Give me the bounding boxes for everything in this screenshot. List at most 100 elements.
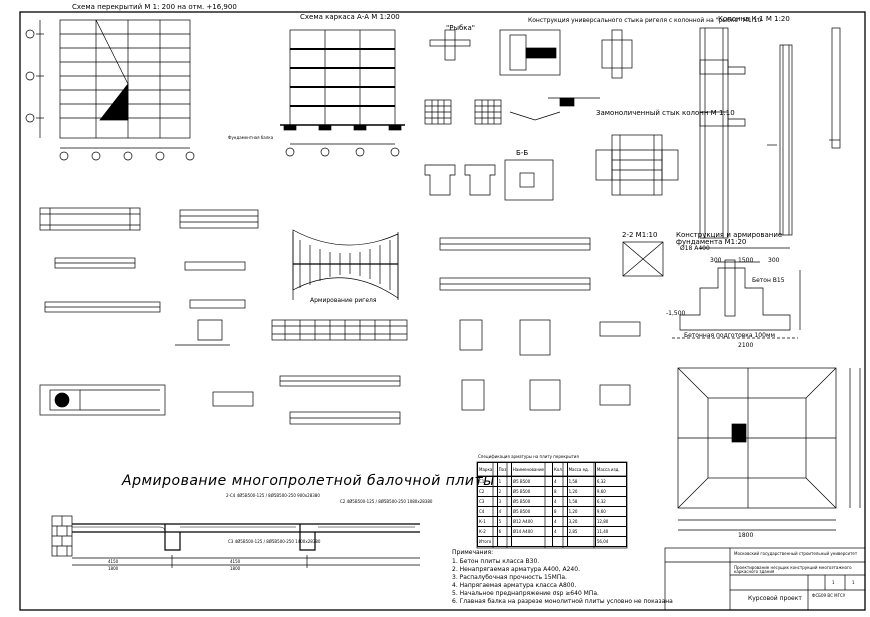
column-k1 (699, 27, 841, 239)
table-row: Итого 56,04 (477, 536, 628, 547)
table-cell: Ø14 А400 (510, 526, 553, 537)
table-cell: 4 (496, 506, 512, 517)
table-cell: 1,58 (566, 476, 596, 487)
rib-details (39, 207, 166, 416)
table-cell: К-1 (477, 516, 498, 527)
foundation-section (672, 247, 801, 339)
spec-header-cell: Наименование (510, 462, 553, 477)
dim-1800-label: 1800 (738, 532, 754, 539)
table-cell: Ø5 В500 (510, 476, 553, 487)
notes-block: Примечания: 1. Бетон плиты класса В30. 2… (452, 550, 673, 606)
riba-detail (429, 29, 633, 107)
table-cell: 2 (496, 486, 512, 497)
beam-rebar-caption: Армирование ригеля (310, 297, 377, 304)
spec-header-cell: Марка (477, 462, 498, 477)
table-cell: 8 (551, 506, 568, 517)
table-cell: Итого (477, 536, 498, 547)
table-cell: 3,20 (566, 516, 596, 527)
spec-header-cell: Поз. (496, 462, 512, 477)
table-cell: С2 (477, 486, 498, 497)
table-cell: 9,60 (594, 506, 628, 517)
table-cell: 12,80 (594, 516, 628, 527)
section-2-2-caption: 2-2 М1:10 (622, 231, 658, 239)
table-cell: 4 (551, 476, 568, 487)
table-cell: 3 (496, 496, 512, 507)
table-cell: 8 (551, 486, 568, 497)
slab-dim-d4: 1800 (230, 566, 241, 571)
table-cell: 1,58 (566, 496, 596, 507)
table-cell: 2,85 (566, 526, 596, 537)
riba-caption: "Рыбка" (446, 24, 476, 32)
concrete-label: Бетон В15 (752, 277, 785, 284)
dim-300b-label: 300 (768, 257, 780, 264)
sections-bb (424, 159, 554, 201)
column-caption: Колонна К-1 М 1:20 (718, 15, 790, 23)
title-university: Московский государственный строительный … (734, 551, 858, 556)
table-cell (496, 536, 512, 547)
mark-1500-label: -1,500 (666, 310, 686, 317)
table-cell: 1,20 (566, 486, 596, 497)
table-cell: К-2 (477, 526, 498, 537)
dim-300a-label: 300 (710, 257, 722, 264)
floor-plan-scheme (25, 19, 195, 161)
small-sections (424, 99, 561, 125)
slab-label-c3: 2-С4 4Ø5В500-125 / 8Ø5В500-250 900х28380 (226, 493, 320, 498)
foundation-beam-label: Фундаментная балка (228, 135, 274, 140)
note-6: 6. Главная балка на разрезе монолитной п… (452, 598, 673, 605)
slab-dim-d2: 1800 (108, 566, 119, 571)
slab-section (51, 515, 420, 568)
slab-label-c4: С3 4Ø5В500-125 / 8Ø5В500-250 1400х28380 (228, 539, 321, 544)
section-2-2 (622, 241, 664, 277)
table-cell: Ø5 В500 (510, 506, 553, 517)
title-project: Курсовой проект (748, 595, 802, 602)
spec-table: Марка Поз. Наименование Кол. Масса ед. М… (477, 462, 628, 547)
note-2: 2. Ненапрягаемая арматура А400, А240. (452, 566, 580, 573)
spec-header-cell: Масса изд. (594, 462, 628, 477)
title-sheets: 1 (852, 580, 855, 585)
table-cell: 1,20 (566, 506, 596, 517)
spec-table-title: Спецификация арматуры на плиту перекрыти… (478, 454, 579, 459)
monolith-joint-caption: Замоноличенный стык колонн М 1:10 (596, 109, 735, 117)
table-cell (510, 536, 553, 547)
table-cell: 56,04 (594, 536, 628, 547)
title-sheet: 1 (832, 580, 835, 585)
note-3: 3. Распалубочная прочность 15МПа. (452, 574, 567, 581)
foundation-caption: Конструкция и армирование фундамента М1:… (676, 231, 783, 246)
joint-caption: Конструкция универсального стыка ригеля … (528, 17, 762, 24)
dim-1500-label: 1500 (738, 257, 754, 264)
title-code: ФСБ09 ВС МГСУ (812, 593, 846, 598)
table-cell: 6,32 (594, 476, 628, 487)
crossbar-details (439, 237, 641, 411)
monolith-joint (595, 134, 679, 196)
table-cell: С4 (477, 506, 498, 517)
rebar-a400-label: Ø18 А400 (680, 245, 710, 252)
table-cell: 4 (551, 496, 568, 507)
slab-dim-d1: 4150 (108, 559, 119, 564)
sheet-frame (19, 11, 866, 611)
note-1: 1. Бетон плиты класса В30. (452, 558, 540, 565)
note-5: 5. Начальное преднапряжение σsp ≥640 МПа… (452, 590, 599, 597)
beton-prep-label: Бетонная подготовка 100мм (684, 332, 775, 339)
table-cell (551, 536, 568, 547)
table-cell: 4 (551, 516, 568, 527)
table-cell: 1 (496, 476, 512, 487)
dim-2100-label: 2100 (738, 342, 754, 349)
spec-table-header: Марка Поз. Наименование Кол. Масса ед. М… (477, 462, 628, 477)
table-cell: Ø5 В500 (510, 496, 553, 507)
beam-details (271, 319, 408, 425)
frame-scheme-caption: Схема каркаса А-А М 1:200 (300, 13, 400, 21)
frame-details (175, 209, 259, 407)
floor-scheme-caption: Схема перекрытий М 1: 200 на отм. +16,90… (72, 3, 237, 11)
beam-rebar-diagram (292, 229, 399, 300)
spec-header-cell: Кол. (551, 462, 568, 477)
multi-span-caption: Армирование многопролетной балочной плит… (122, 473, 495, 489)
foundation-plan (677, 367, 861, 531)
title-block-grid (664, 547, 866, 611)
